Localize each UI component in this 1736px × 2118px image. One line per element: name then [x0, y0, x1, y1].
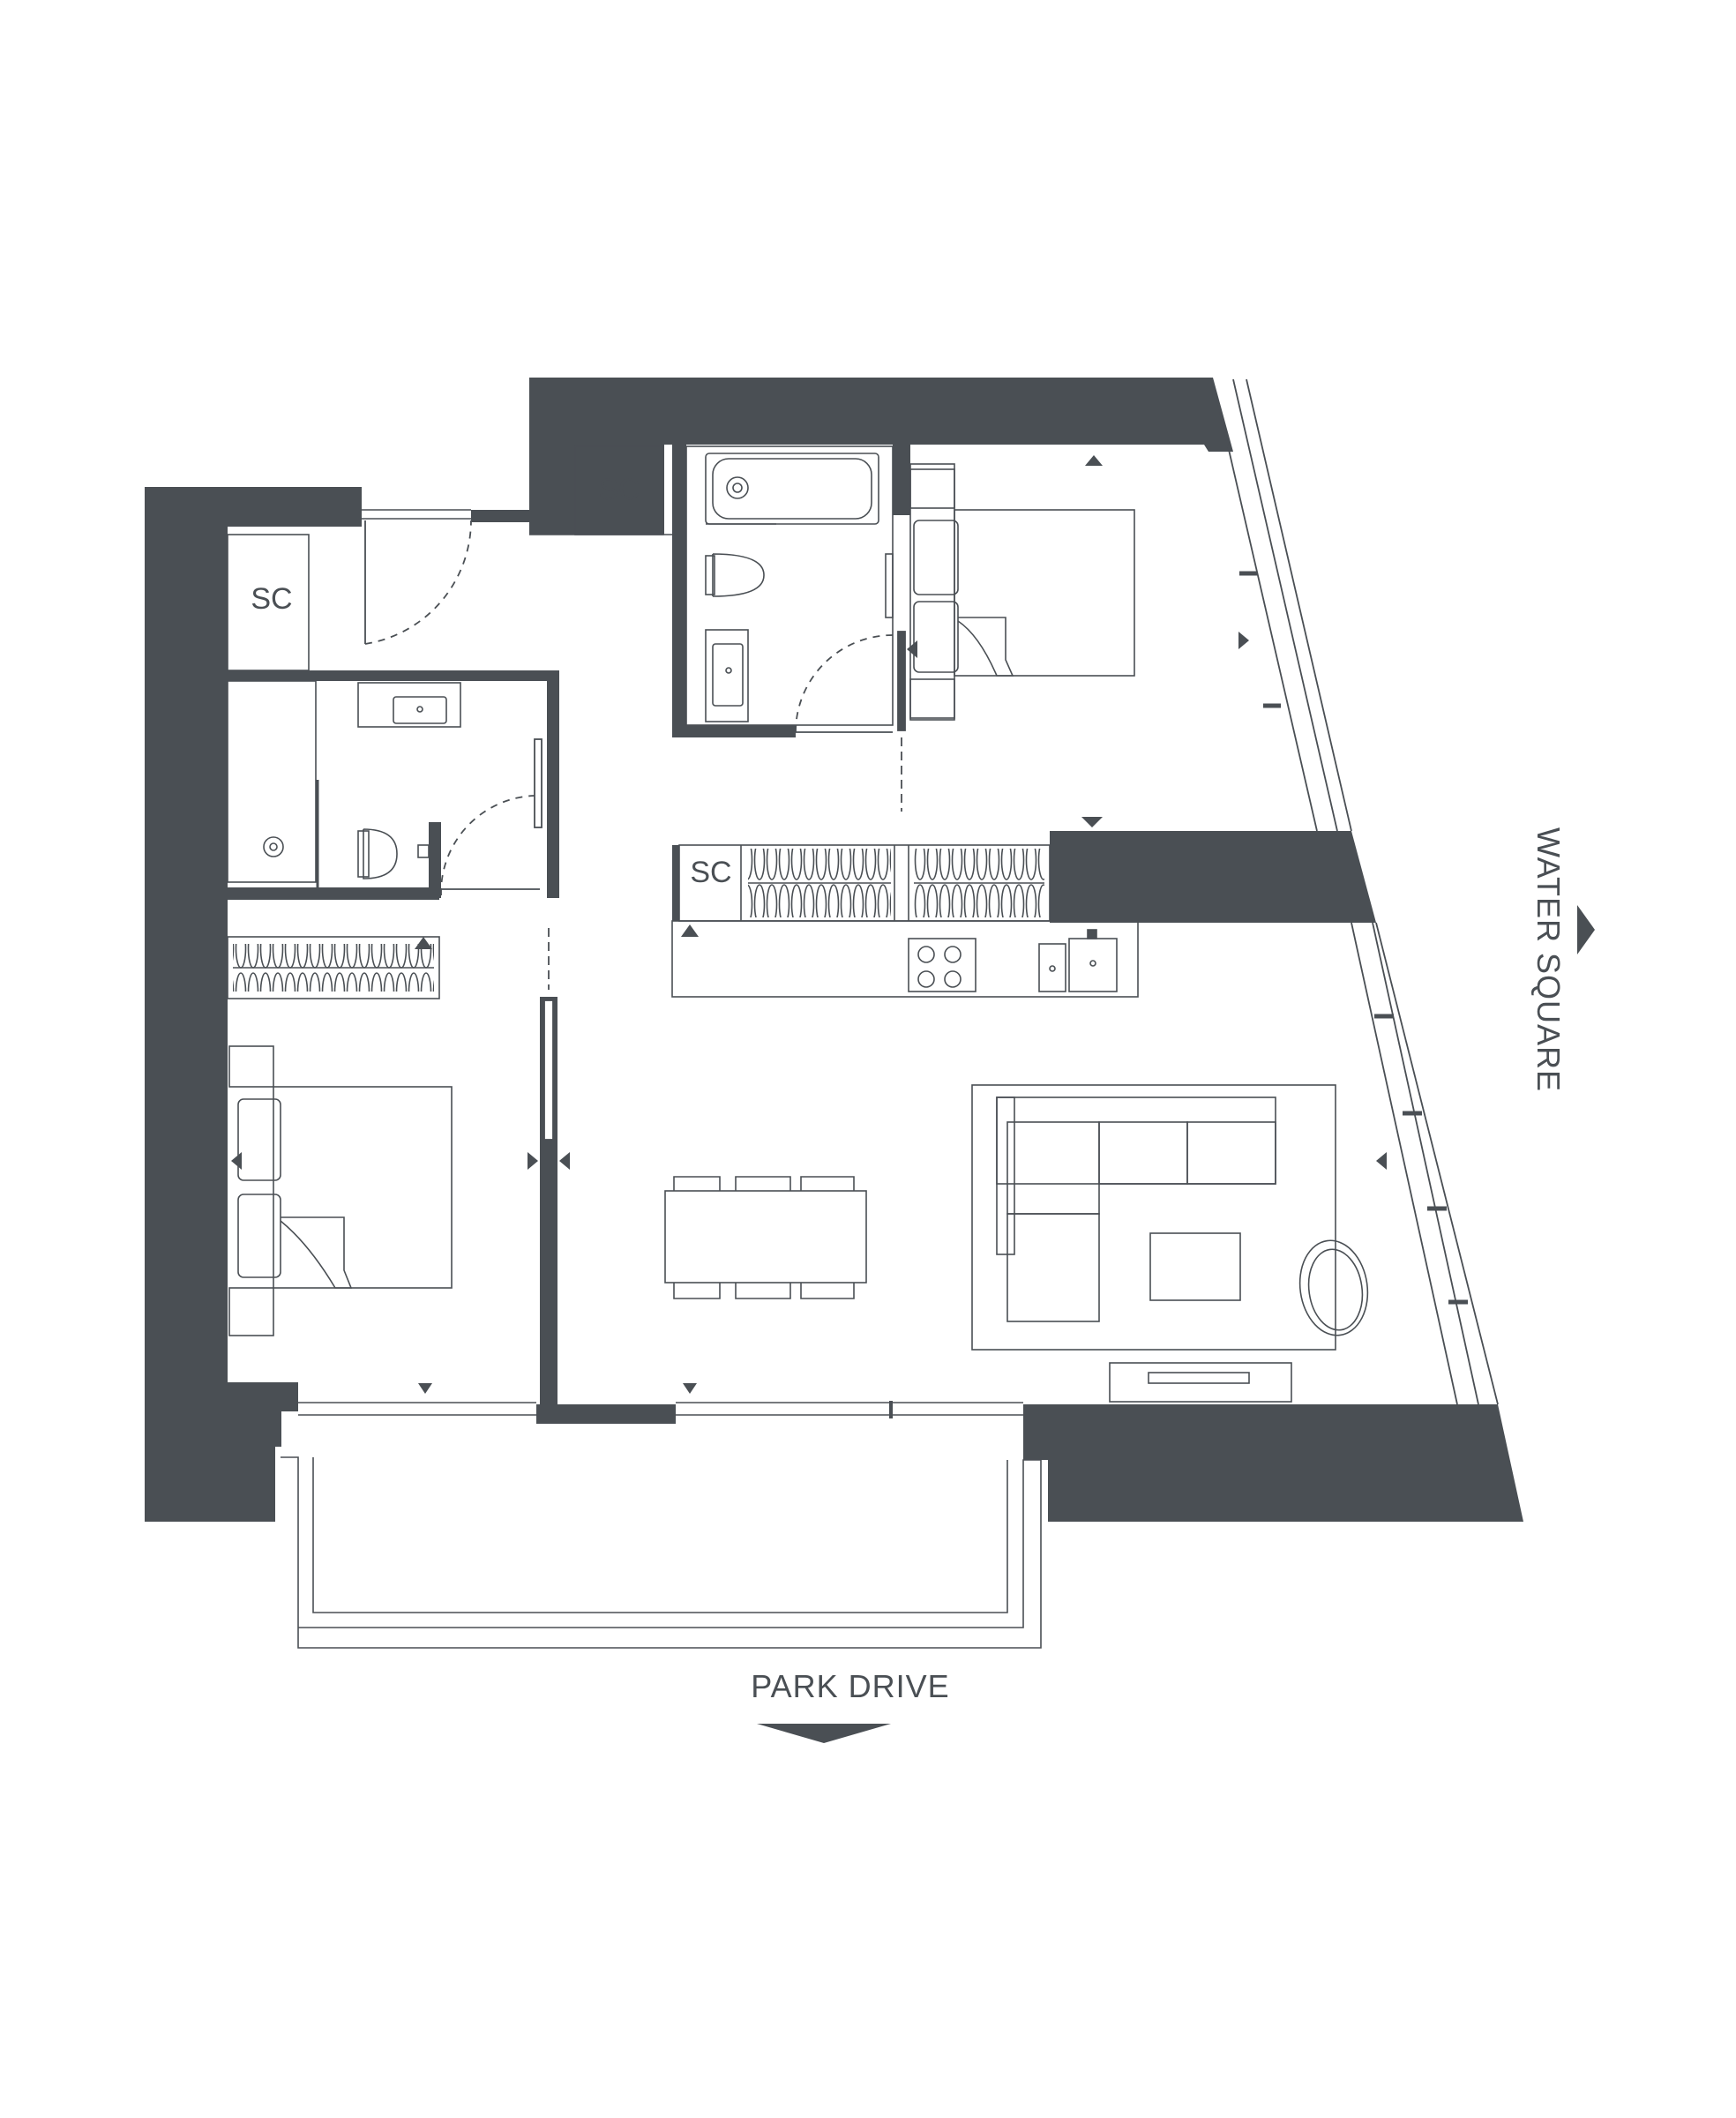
bed-left	[273, 1086, 453, 1289]
living-dining	[664, 1084, 1369, 1351]
wall-shower-stub	[429, 822, 441, 898]
labels: SC SC SC WATER SQUARE PARK DRIVE	[251, 473, 1595, 1743]
wall-bottom-right	[1023, 1404, 1523, 1522]
external-walls	[145, 378, 1523, 1522]
tv-unit	[1109, 1362, 1292, 1403]
street-bottom-label: PARK DRIVE	[751, 1668, 949, 1704]
wall-left	[145, 487, 362, 1522]
wall-shower-right	[547, 670, 559, 898]
toilet-icon	[712, 553, 765, 597]
balcony	[281, 1456, 1042, 1649]
sofa	[996, 1096, 1276, 1185]
kitchen-sink-icon	[1038, 929, 1118, 992]
arrow-down-icon	[757, 1724, 891, 1743]
storage-cupboard-top-label: SC	[598, 473, 640, 506]
wall-top	[529, 378, 1233, 535]
hanging-rail-icon	[233, 849, 1044, 992]
arrow-right-icon	[1577, 905, 1595, 954]
kitchen-counter	[671, 920, 1139, 998]
shower-icon	[227, 680, 317, 883]
kitchen	[908, 929, 1118, 992]
wall-bathroom-left	[672, 445, 686, 737]
wall-entry-stub	[471, 510, 529, 522]
wall-bathroom-bottom	[672, 725, 796, 737]
hob-icon	[908, 938, 976, 992]
bath-icon	[705, 453, 879, 525]
street-right-label: WATER SQUARE	[1530, 827, 1567, 1092]
sink-icon	[705, 629, 749, 722]
bedroom-furniture	[228, 468, 1135, 1336]
facade-glazing	[1212, 378, 1499, 1405]
thin-lines	[227, 445, 1292, 1649]
wall-shower-bottom	[228, 887, 439, 900]
bathroom-fixtures	[227, 453, 894, 887]
storage-cupboard-entry-box	[227, 534, 310, 671]
wall-shower-top	[228, 670, 557, 681]
bed-top	[954, 509, 1135, 677]
doors	[364, 520, 906, 1141]
storage-cupboard-entry-label: SC	[251, 582, 292, 616]
storage-cupboard-kitchen-label: SC	[690, 856, 731, 889]
wall-wardrobe-frame	[672, 845, 679, 921]
coffee-table	[1149, 1232, 1241, 1301]
wall-bottom-center	[536, 1404, 676, 1424]
rug	[971, 1084, 1336, 1351]
internal-walls	[228, 445, 910, 1422]
armchair	[1298, 1239, 1369, 1336]
view-markers	[231, 455, 1387, 1394]
dining-table	[664, 1190, 867, 1284]
wall-right-middle	[1050, 831, 1376, 923]
wall-bathroom-right	[893, 445, 910, 515]
